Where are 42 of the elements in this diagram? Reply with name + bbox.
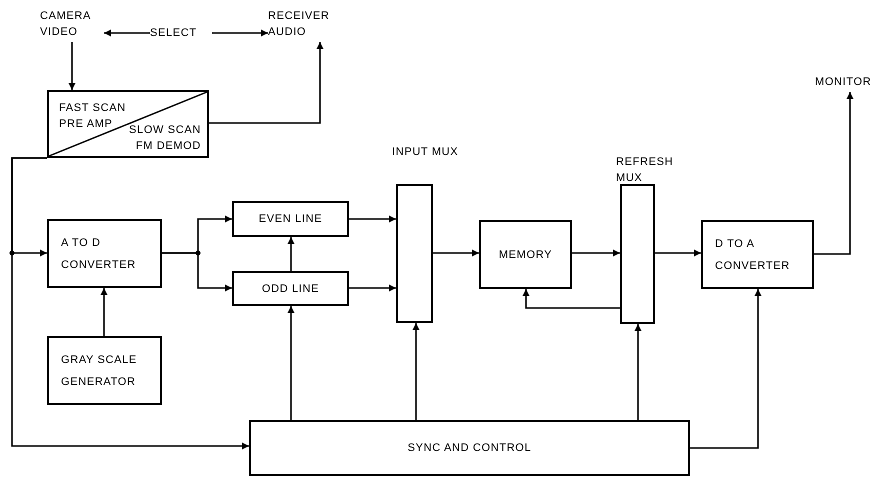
block-label: D TO A CONVERTER xyxy=(715,236,791,274)
arrow xyxy=(412,323,420,420)
control-box xyxy=(249,420,690,476)
arrow xyxy=(212,30,268,36)
arrow xyxy=(100,288,108,336)
process-box xyxy=(479,220,572,289)
block-label: ODD LINE xyxy=(262,282,320,296)
block-label: EVEN LINE xyxy=(258,212,322,227)
process-box xyxy=(232,201,349,237)
block-label: SYNC AND CONTROL xyxy=(408,441,532,456)
split-box xyxy=(47,90,209,158)
arrow xyxy=(162,252,232,292)
arrow xyxy=(433,250,479,256)
output-label: MONITOR xyxy=(815,74,881,90)
arrow xyxy=(522,289,620,309)
arrow xyxy=(288,237,294,271)
arrow xyxy=(11,157,249,450)
process-box xyxy=(47,219,162,288)
output-label: RECEIVER AUDIO xyxy=(268,8,334,40)
process-box xyxy=(232,271,349,306)
arrow xyxy=(814,92,854,255)
arrow xyxy=(349,216,396,222)
arrow xyxy=(288,306,294,420)
block-label: REFRESH MUX xyxy=(616,155,674,186)
arrow xyxy=(209,42,324,124)
arrow xyxy=(572,250,620,256)
block-label: A TO D CONVERTER xyxy=(61,236,137,272)
arrow xyxy=(349,284,396,292)
arrow xyxy=(634,324,642,420)
arrow xyxy=(104,30,150,36)
block-label: GRAY SCALE GENERATOR xyxy=(61,352,138,390)
input-label: CAMERA VIDEO xyxy=(40,8,104,40)
arrow xyxy=(655,250,701,256)
process-box xyxy=(701,220,814,289)
block-label: MEMORY xyxy=(498,248,552,262)
block-label: INPUT MUX xyxy=(392,145,460,160)
process-box xyxy=(47,336,162,405)
arrow xyxy=(690,289,762,449)
block-label: FAST SCAN PRE AMP xyxy=(59,101,127,132)
select-label: SELECT xyxy=(150,25,212,41)
arrow xyxy=(68,42,76,90)
block-label: SLOW SCAN FM DEMOD xyxy=(128,123,201,154)
